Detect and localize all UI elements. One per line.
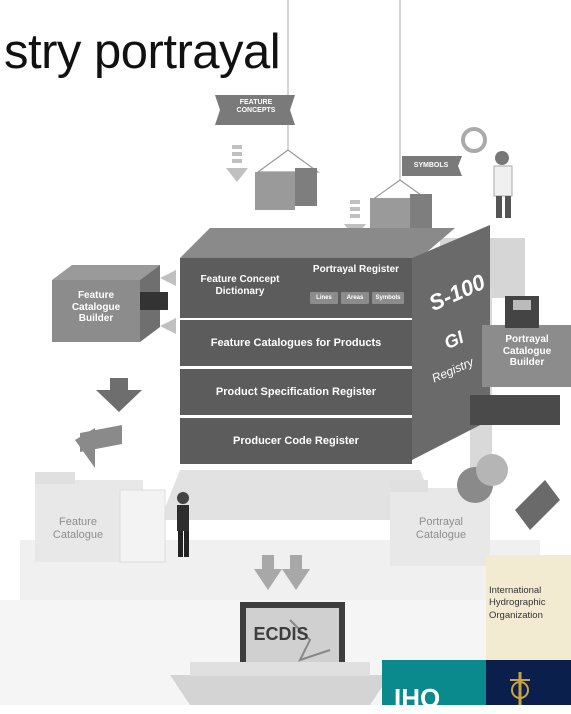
- down-arrows-ecdis: [254, 555, 310, 590]
- feature-catalogues-layer: [180, 320, 412, 366]
- iho-emblem-panel: [486, 660, 571, 705]
- laptop-icon: [140, 292, 168, 310]
- worker-head: [177, 492, 189, 504]
- producer-code-register-label: Producer Code Register: [233, 435, 359, 447]
- left-arrow: [160, 318, 176, 334]
- iho-name-line-1: International: [489, 585, 542, 596]
- down-arrow-feature-concepts: [226, 145, 248, 182]
- down-arrow-builder: [96, 378, 142, 412]
- ecdis-label: ECDIS: [253, 624, 309, 644]
- symbols-label: SYMBOLS: [413, 162, 449, 169]
- symbols-crate-side: [410, 194, 432, 230]
- chip-lines: Lines: [310, 292, 338, 304]
- symbols-tag: [402, 156, 462, 176]
- feature-catalogue-builder-label: Feature Catalogue Builder: [71, 290, 121, 324]
- keyboard-icon: [470, 395, 560, 425]
- feature-concept-dictionary-box: [180, 258, 300, 318]
- feature-concepts-label: FEATURE CONCEPTS: [236, 99, 276, 114]
- portrayal-catalogue-label: Portrayal Catalogue: [415, 516, 467, 542]
- ecdis-screen: [246, 608, 339, 666]
- scientist-body: [493, 165, 513, 197]
- left-arrow: [160, 270, 176, 286]
- feature-concepts-crate: [255, 172, 295, 210]
- chip-symbols: Symbols: [372, 292, 404, 304]
- feature-catalogue-label: Feature Catalogue: [52, 516, 104, 542]
- portrayal-register-box: [300, 258, 412, 318]
- anchor-emblem-icon: [510, 672, 530, 705]
- producer-code-layer: [180, 418, 412, 464]
- portrayal-catalogue-builder-box: [482, 325, 571, 387]
- concept-box-top: [180, 228, 335, 258]
- product-specification-register-label: Product Specification Register: [215, 386, 377, 398]
- ship-hull: [170, 675, 390, 705]
- feature-concepts-crate-side: [295, 168, 317, 206]
- feature-concepts-tag: [215, 95, 295, 125]
- iho-name-text: International Hydrographic Organization: [489, 585, 546, 622]
- iho-logo-panel: [382, 660, 486, 705]
- iho-logo-text: IHO: [394, 683, 441, 713]
- iho-name-line-3: Organization: [489, 609, 543, 621]
- scientist-head: [495, 151, 509, 165]
- fc-builder-top: [52, 265, 160, 280]
- iho-name-panel: [486, 555, 571, 660]
- feature-concept-dictionary-label: Feature Concept Dictionary: [200, 274, 280, 297]
- chip-areas: Areas: [341, 292, 369, 304]
- paintbrush-icon: [515, 480, 560, 530]
- magnifier-icon: [461, 127, 487, 153]
- feature-catalogues-for-products-label: Feature Catalogues for Products: [210, 337, 382, 349]
- worker-body: [177, 505, 189, 531]
- document-stack: [119, 489, 166, 563]
- portrayal-catalogue-builder-label: Portrayal Catalogue Builder: [502, 334, 552, 368]
- page-title: stry portrayal: [4, 25, 281, 79]
- product-specification-layer: [180, 369, 412, 415]
- feature-catalogue-builder-box: [52, 280, 140, 342]
- portrayal-box-top: [300, 228, 455, 258]
- portrayal-register-label: Portrayal Register: [312, 264, 400, 275]
- iho-name-line-2: Hydrographic: [489, 597, 546, 609]
- registry-pedestal: [160, 470, 440, 520]
